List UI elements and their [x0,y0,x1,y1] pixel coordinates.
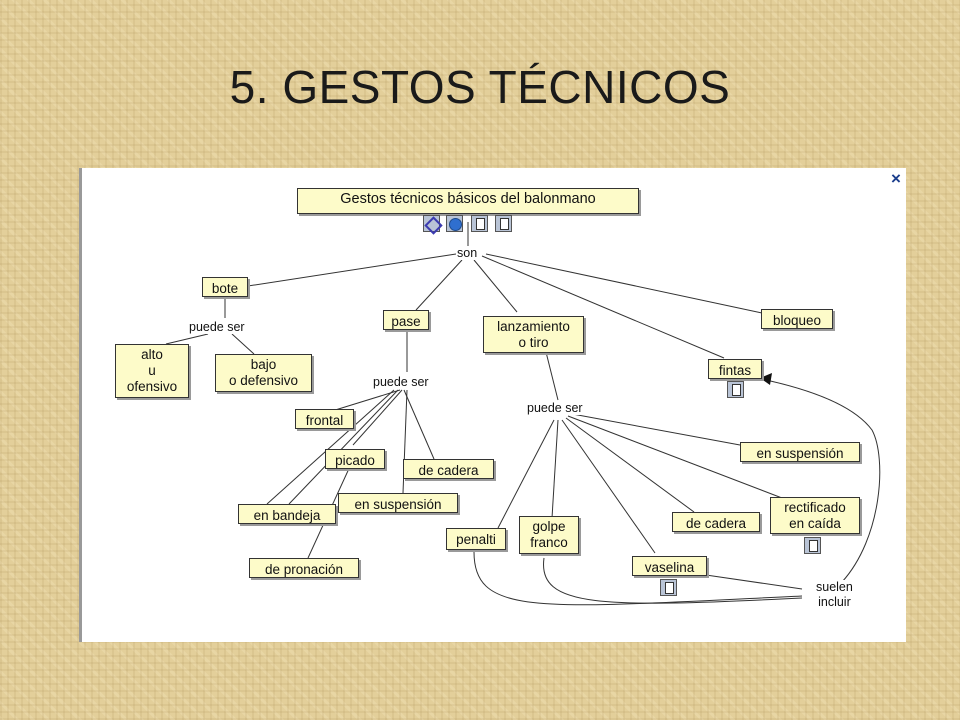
concept-gestos-tecnicos[interactable]: Gestos técnicos básicos del balonmano [297,188,639,214]
document-icon[interactable] [727,381,744,398]
concept-map-icon[interactable] [423,215,440,232]
concept-vaselina[interactable]: vaselina [632,556,707,576]
close-icon[interactable]: × [891,169,901,188]
concept-de-cadera-lanzamiento[interactable]: de cadera [672,512,760,532]
concept-bote[interactable]: bote [202,277,248,297]
alto-line-2: u [148,363,156,378]
link-puede-ser-lanzamiento: puede ser [526,401,584,415]
concept-golpe-franco[interactable]: golpe franco [519,516,579,554]
concept-en-suspension-lanzamiento[interactable]: en suspensión [740,442,860,462]
concept-frontal[interactable]: frontal [295,409,354,429]
document-icon[interactable] [495,215,512,232]
concept-de-pronacion[interactable]: de pronación [249,558,359,578]
link-son: son [456,246,479,260]
rectificado-line-2: en caída [789,516,841,531]
concept-picado[interactable]: picado [325,449,385,469]
concept-lanzamiento-o-tiro[interactable]: lanzamiento o tiro [483,316,584,353]
document-icon[interactable] [471,215,488,232]
golpe-line-2: franco [530,535,568,550]
bajo-line-1: bajo [250,357,277,372]
link-puede-ser-pase: puede ser [372,375,430,389]
concept-bloqueo[interactable]: bloqueo [761,309,833,329]
bajo-line-2: o defensivo [228,373,299,388]
globe-icon[interactable] [446,215,463,232]
concept-map-panel: × [79,168,906,642]
slide-title: 5. GESTOS TÉCNICOS [229,61,731,113]
concept-en-suspension-pase[interactable]: en suspensión [338,493,458,513]
concept-pase[interactable]: pase [383,310,429,330]
rectificado-line-1: rectificado [784,500,846,515]
concept-rectificado-en-caida[interactable]: rectificado en caída [770,497,860,534]
golpe-line-1: golpe [532,519,566,534]
suelen-line-2: incluir [818,595,851,609]
link-puede-ser-bote: puede ser [188,320,246,334]
lanzamiento-line-1: lanzamiento [497,319,570,334]
link-suelen-incluir: suelen incluir [815,580,854,610]
concept-penalti[interactable]: penalti [446,528,506,550]
lanzamiento-line-2: o tiro [518,335,549,350]
concept-fintas[interactable]: fintas [708,359,762,379]
document-icon[interactable] [804,537,821,554]
suelen-line-1: suelen [816,580,853,594]
concept-bajo-o-defensivo[interactable]: bajo o defensivo [215,354,312,392]
connector-lines [165,222,881,606]
document-icon[interactable] [660,579,677,596]
alto-line-1: alto [141,347,163,362]
concept-en-bandeja[interactable]: en bandeja [238,504,336,524]
alto-line-3: ofensivo [126,379,178,394]
concept-alto-u-ofensivo[interactable]: alto u ofensivo [115,344,189,398]
concept-de-cadera-pase[interactable]: de cadera [403,459,494,479]
